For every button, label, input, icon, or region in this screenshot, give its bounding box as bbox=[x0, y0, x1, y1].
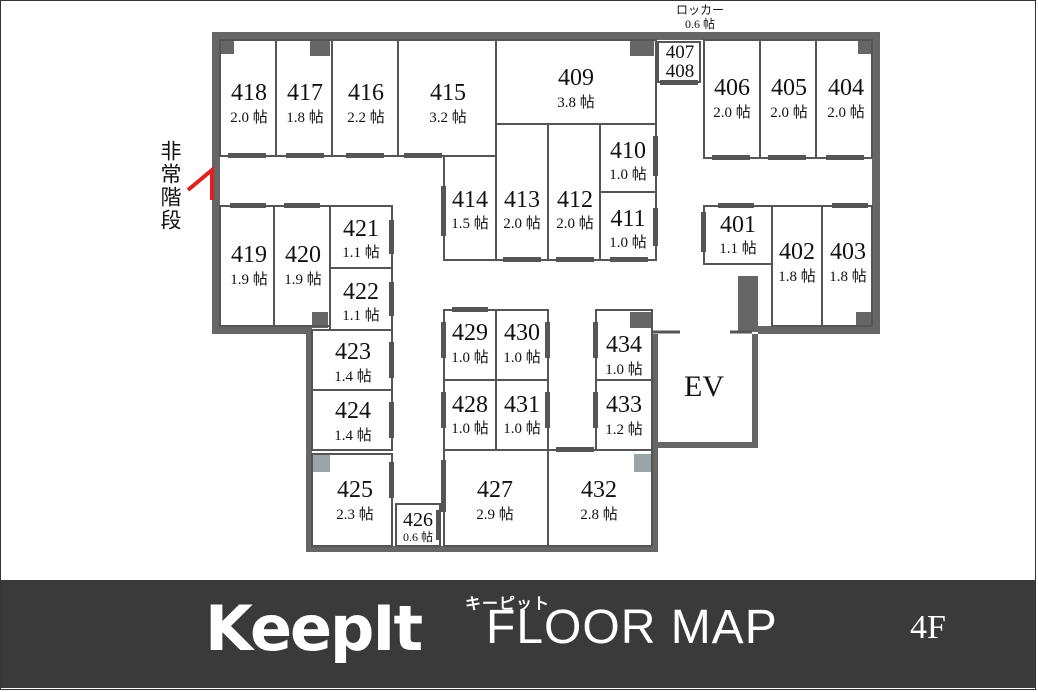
room-size: 1.0 帖 bbox=[609, 166, 647, 183]
room-size: 1.8 帖 bbox=[286, 109, 324, 126]
room-size: 2.3 帖 bbox=[336, 506, 374, 523]
floor-map-title: FLOOR MAP bbox=[486, 601, 778, 654]
logo-word: KeepIt bbox=[205, 592, 423, 665]
room-size: 1.0 帖 bbox=[451, 349, 489, 366]
room-size: 1.0 帖 bbox=[605, 361, 643, 378]
room-number: 425 bbox=[337, 477, 373, 503]
logo-kana: キーピット bbox=[465, 594, 551, 613]
room-number: 424 bbox=[335, 398, 371, 424]
room-size: 1.0 帖 bbox=[451, 420, 489, 437]
room-size: 2.0 帖 bbox=[556, 215, 594, 232]
room-size: 1.0 帖 bbox=[503, 349, 541, 366]
room-labels: 418 2.0 帖 417 1.8 帖 416 2.2 帖 415 3.2 帖 … bbox=[230, 65, 867, 544]
emergency-stairs-marker bbox=[186, 165, 214, 200]
room-number: 427 bbox=[477, 477, 513, 503]
room-size: 1.5 帖 bbox=[451, 215, 489, 232]
room-size: 1.1 帖 bbox=[719, 240, 757, 257]
room-size: 1.4 帖 bbox=[334, 368, 372, 385]
room-size: 1.1 帖 bbox=[342, 244, 380, 261]
room-number: 411 bbox=[610, 206, 645, 232]
footer-bar bbox=[1, 580, 1035, 688]
room-size: 2.0 帖 bbox=[713, 104, 751, 121]
room-number: 432 bbox=[581, 477, 617, 503]
room-size: 2.0 帖 bbox=[503, 215, 541, 232]
room-number: 409 bbox=[558, 65, 594, 91]
room-number: 429 bbox=[452, 320, 488, 346]
room-number: 431 bbox=[504, 392, 540, 418]
room-number: 401 bbox=[720, 212, 756, 238]
room-size: 1.0 帖 bbox=[503, 420, 541, 437]
floor-plan: 非常階段 ロッカー 0.6 帖 407 408 EV 418 2.0 帖 417… bbox=[158, 3, 880, 552]
room-size: 3.2 帖 bbox=[429, 109, 467, 126]
room-number: 419 bbox=[231, 242, 267, 268]
room-size: 1.0 帖 bbox=[609, 234, 647, 251]
room-size: 1.4 帖 bbox=[334, 427, 372, 444]
room-408-number: 408 bbox=[666, 61, 695, 82]
room-number: 406 bbox=[714, 75, 750, 101]
room-size: 2.0 帖 bbox=[827, 104, 865, 121]
room-number: 410 bbox=[610, 138, 646, 164]
room-number: 403 bbox=[830, 239, 866, 265]
room-number: 404 bbox=[828, 75, 864, 101]
room-size: 2.0 帖 bbox=[230, 109, 268, 126]
room-size: 2.2 帖 bbox=[347, 109, 385, 126]
room-size: 2.8 帖 bbox=[580, 506, 618, 523]
room-number: 433 bbox=[606, 392, 642, 418]
room-size: 1.9 帖 bbox=[230, 271, 268, 288]
room-number: 421 bbox=[343, 216, 379, 242]
room-size: 2.9 帖 bbox=[476, 506, 514, 523]
locker-label: ロッカー bbox=[676, 3, 724, 17]
locker-size: 0.6 帖 bbox=[685, 16, 715, 31]
room-number: 415 bbox=[430, 80, 466, 106]
room-size: 2.0 帖 bbox=[770, 104, 808, 121]
room-size: 3.8 帖 bbox=[557, 94, 595, 111]
room-size: 1.8 帖 bbox=[829, 268, 867, 285]
room-number: 434 bbox=[606, 332, 642, 358]
room-number: 405 bbox=[771, 75, 807, 101]
room-number: 418 bbox=[231, 80, 267, 106]
room-number: 414 bbox=[452, 187, 488, 213]
elevator-label: EV bbox=[684, 370, 724, 403]
room-number: 402 bbox=[779, 239, 815, 265]
room-number: 412 bbox=[557, 187, 593, 213]
room-number: 422 bbox=[343, 279, 379, 305]
room-number: 430 bbox=[504, 320, 540, 346]
room-407-number: 407 bbox=[666, 42, 695, 63]
room-number: 417 bbox=[287, 80, 323, 106]
room-size: 1.9 帖 bbox=[284, 271, 322, 288]
windows bbox=[312, 454, 652, 472]
emergency-stairs-label: 非常階段 bbox=[158, 140, 182, 232]
outer-walls bbox=[212, 32, 880, 552]
room-size: 1.1 帖 bbox=[342, 307, 380, 324]
room-number: 428 bbox=[452, 392, 488, 418]
room-size: 1.8 帖 bbox=[778, 268, 816, 285]
room-number: 416 bbox=[348, 80, 384, 106]
floor-number: 4F bbox=[910, 609, 946, 646]
room-number: 413 bbox=[504, 187, 540, 213]
room-number: 423 bbox=[335, 339, 371, 365]
doors bbox=[228, 80, 868, 540]
room-size: 0.6 帖 bbox=[403, 529, 433, 544]
room-size: 1.2 帖 bbox=[605, 421, 643, 438]
room-number: 426 bbox=[403, 509, 433, 531]
room-number: 420 bbox=[285, 242, 321, 268]
